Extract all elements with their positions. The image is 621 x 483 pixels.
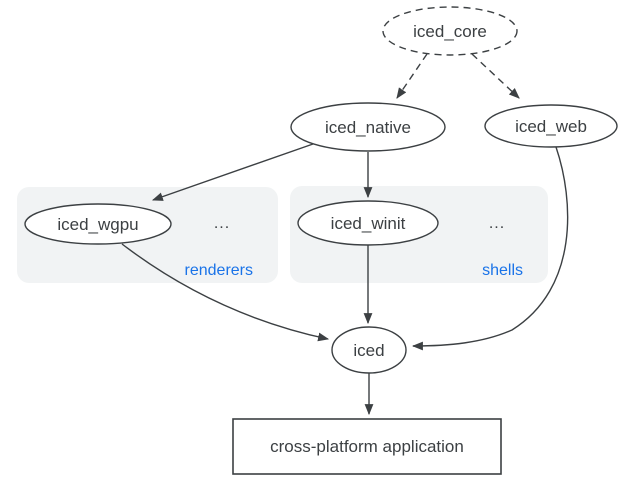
edge-iced-wgpu-to-iced bbox=[121, 243, 330, 342]
node-application: cross-platform application bbox=[232, 418, 502, 475]
iced-web-node-shape bbox=[484, 104, 618, 148]
iced-core-node-shape bbox=[382, 6, 518, 56]
renderers-group-label: renderers bbox=[185, 262, 253, 279]
iced-winit-node-shape bbox=[297, 200, 439, 246]
iced-wgpu-node-label: iced_wgpu bbox=[57, 215, 138, 234]
edge-iced-core-to-iced-native bbox=[396, 53, 428, 99]
node-iced-native: iced_native bbox=[290, 102, 446, 152]
shells-ellipsis: ... bbox=[489, 215, 505, 232]
edge-iced-web-to-iced bbox=[411, 146, 569, 351]
shells-group-label: shells bbox=[482, 262, 523, 279]
iced-node-label: iced bbox=[353, 341, 384, 360]
iced-wgpu-node-shape bbox=[24, 203, 172, 245]
renderers-ellipsis: ... bbox=[214, 215, 230, 232]
node-iced-web: iced_web bbox=[484, 104, 618, 148]
node-iced: iced bbox=[331, 326, 407, 374]
node-iced-wgpu: iced_wgpu bbox=[24, 203, 172, 245]
iced-core-node-label: iced_core bbox=[413, 22, 487, 41]
edge-iced-core-to-iced-web bbox=[471, 53, 520, 99]
node-iced-core: iced_core bbox=[382, 6, 518, 56]
edge-iced-native-to-iced-wgpu bbox=[151, 143, 314, 201]
iced-node-shape bbox=[331, 326, 407, 374]
iced-native-node-shape bbox=[290, 102, 446, 152]
application-node-shape bbox=[232, 418, 502, 475]
application-node-label: cross-platform application bbox=[270, 437, 464, 456]
iced-native-node-label: iced_native bbox=[325, 118, 411, 137]
iced-web-node-label: iced_web bbox=[515, 117, 587, 136]
node-iced-winit: iced_winit bbox=[297, 200, 439, 246]
iced-winit-node-label: iced_winit bbox=[331, 214, 406, 233]
